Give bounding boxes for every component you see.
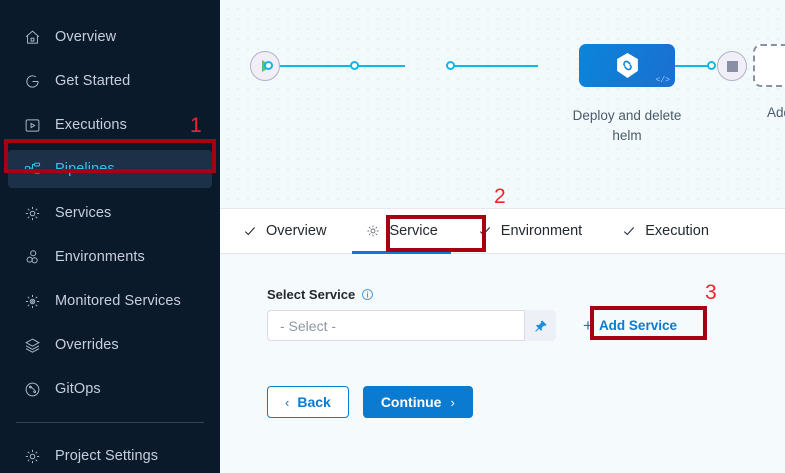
sidebar-item-label: GitOps	[55, 381, 101, 397]
back-button[interactable]: ‹ Back	[267, 386, 349, 418]
tab-overview[interactable]: Overview	[242, 208, 326, 254]
stop-icon	[726, 60, 738, 72]
check-icon	[621, 223, 637, 239]
chevron-right-icon: ›	[450, 394, 455, 410]
sidebar-item-project-settings[interactable]: Project Settings	[8, 437, 212, 473]
sidebar-item-label: Environments	[55, 249, 145, 265]
code-glyph-icon: </>	[655, 76, 670, 85]
pipelines-icon	[22, 159, 42, 179]
port-dot	[707, 61, 716, 70]
sidebar-item-label: Get Started	[55, 73, 131, 89]
port-dot	[446, 61, 455, 70]
sidebar-item-label: Project Settings	[55, 448, 159, 464]
continue-button-label: Continue	[380, 394, 442, 410]
continue-button[interactable]: Continue ›	[362, 386, 473, 418]
sidebar-item-label: Overview	[55, 29, 117, 45]
sidebar-item-executions[interactable]: Executions	[8, 106, 212, 144]
connector-line	[450, 65, 538, 67]
tab-label: Overview	[266, 223, 327, 239]
sidebar: Overview Get Started Executions Pipeline…	[0, 0, 220, 473]
check-icon	[477, 223, 493, 239]
back-button-label: Back	[297, 394, 331, 410]
tab-label: Service	[389, 223, 438, 239]
sidebar-item-get-started[interactable]: Get Started	[8, 62, 212, 100]
stage-node-label: Deploy and delete helm	[572, 108, 682, 143]
sidebar-item-monitored-services[interactable]: Monitored Services	[8, 282, 212, 320]
sidebar-item-gitops[interactable]: GitOps	[8, 370, 212, 408]
gear-icon	[365, 223, 381, 239]
add-service-button[interactable]: + Add Service	[583, 310, 677, 341]
service-form-panel: Select Service - Select - + Add Service	[220, 254, 785, 473]
add-stage-button[interactable]: +	[753, 44, 785, 87]
select-service-label: Select Service	[267, 287, 785, 302]
pipeline-canvas[interactable]: </> Deploy and delete helm + Add Stage	[220, 0, 785, 208]
sidebar-item-services[interactable]: Services	[8, 194, 212, 232]
layers-icon	[22, 335, 42, 355]
tab-service[interactable]: Service	[352, 208, 452, 254]
sidebar-item-overview[interactable]: Overview	[8, 18, 212, 56]
executions-icon	[22, 115, 42, 135]
environments-icon	[22, 247, 42, 267]
plus-icon: +	[583, 316, 593, 335]
info-icon[interactable]	[361, 288, 374, 301]
pin-icon[interactable]	[525, 310, 556, 341]
chevron-left-icon: ‹	[285, 394, 290, 410]
chain-hexagon-icon	[616, 53, 638, 78]
stage-tabs: Overview Service Environment Execution	[220, 208, 785, 254]
sidebar-item-environments[interactable]: Environments	[8, 238, 212, 276]
sidebar-item-label: Monitored Services	[55, 293, 181, 309]
sidebar-item-pipelines[interactable]: Pipelines	[8, 150, 212, 188]
add-service-label: Add Service	[598, 318, 677, 333]
add-stage-label: Add Stage	[766, 105, 785, 120]
main-area: </> Deploy and delete helm + Add Stage O…	[220, 0, 785, 473]
select-service-input[interactable]: - Select -	[267, 310, 525, 341]
select-service-control: - Select -	[267, 310, 556, 341]
sidebar-item-label: Pipelines	[55, 161, 115, 177]
get-started-icon	[22, 71, 42, 91]
sidebar-item-overrides[interactable]: Overrides	[8, 326, 212, 364]
sidebar-item-label: Executions	[55, 117, 127, 133]
label-text: Select Service	[267, 287, 356, 302]
gear-icon	[22, 203, 42, 223]
tab-execution[interactable]: Execution	[621, 208, 709, 254]
check-icon	[242, 223, 258, 239]
port-dot	[264, 61, 273, 70]
sidebar-divider	[16, 422, 204, 423]
gitops-icon	[22, 379, 42, 399]
sidebar-item-label: Services	[55, 205, 112, 221]
pipeline-end-node[interactable]	[717, 51, 747, 81]
tab-label: Environment	[500, 223, 583, 239]
connector-line	[269, 65, 405, 67]
monitored-services-icon	[22, 291, 42, 311]
form-actions: ‹ Back Continue ›	[267, 386, 785, 418]
stage-node-deploy-and-delete-helm[interactable]: </>	[579, 44, 675, 87]
tab-label: Execution	[645, 223, 709, 239]
port-dot	[350, 61, 359, 70]
home-icon	[22, 27, 42, 47]
select-service-row: - Select - + Add Service	[267, 310, 785, 341]
sidebar-item-label: Overrides	[55, 337, 119, 353]
tab-environment[interactable]: Environment	[477, 208, 582, 254]
gear-icon	[22, 446, 42, 466]
